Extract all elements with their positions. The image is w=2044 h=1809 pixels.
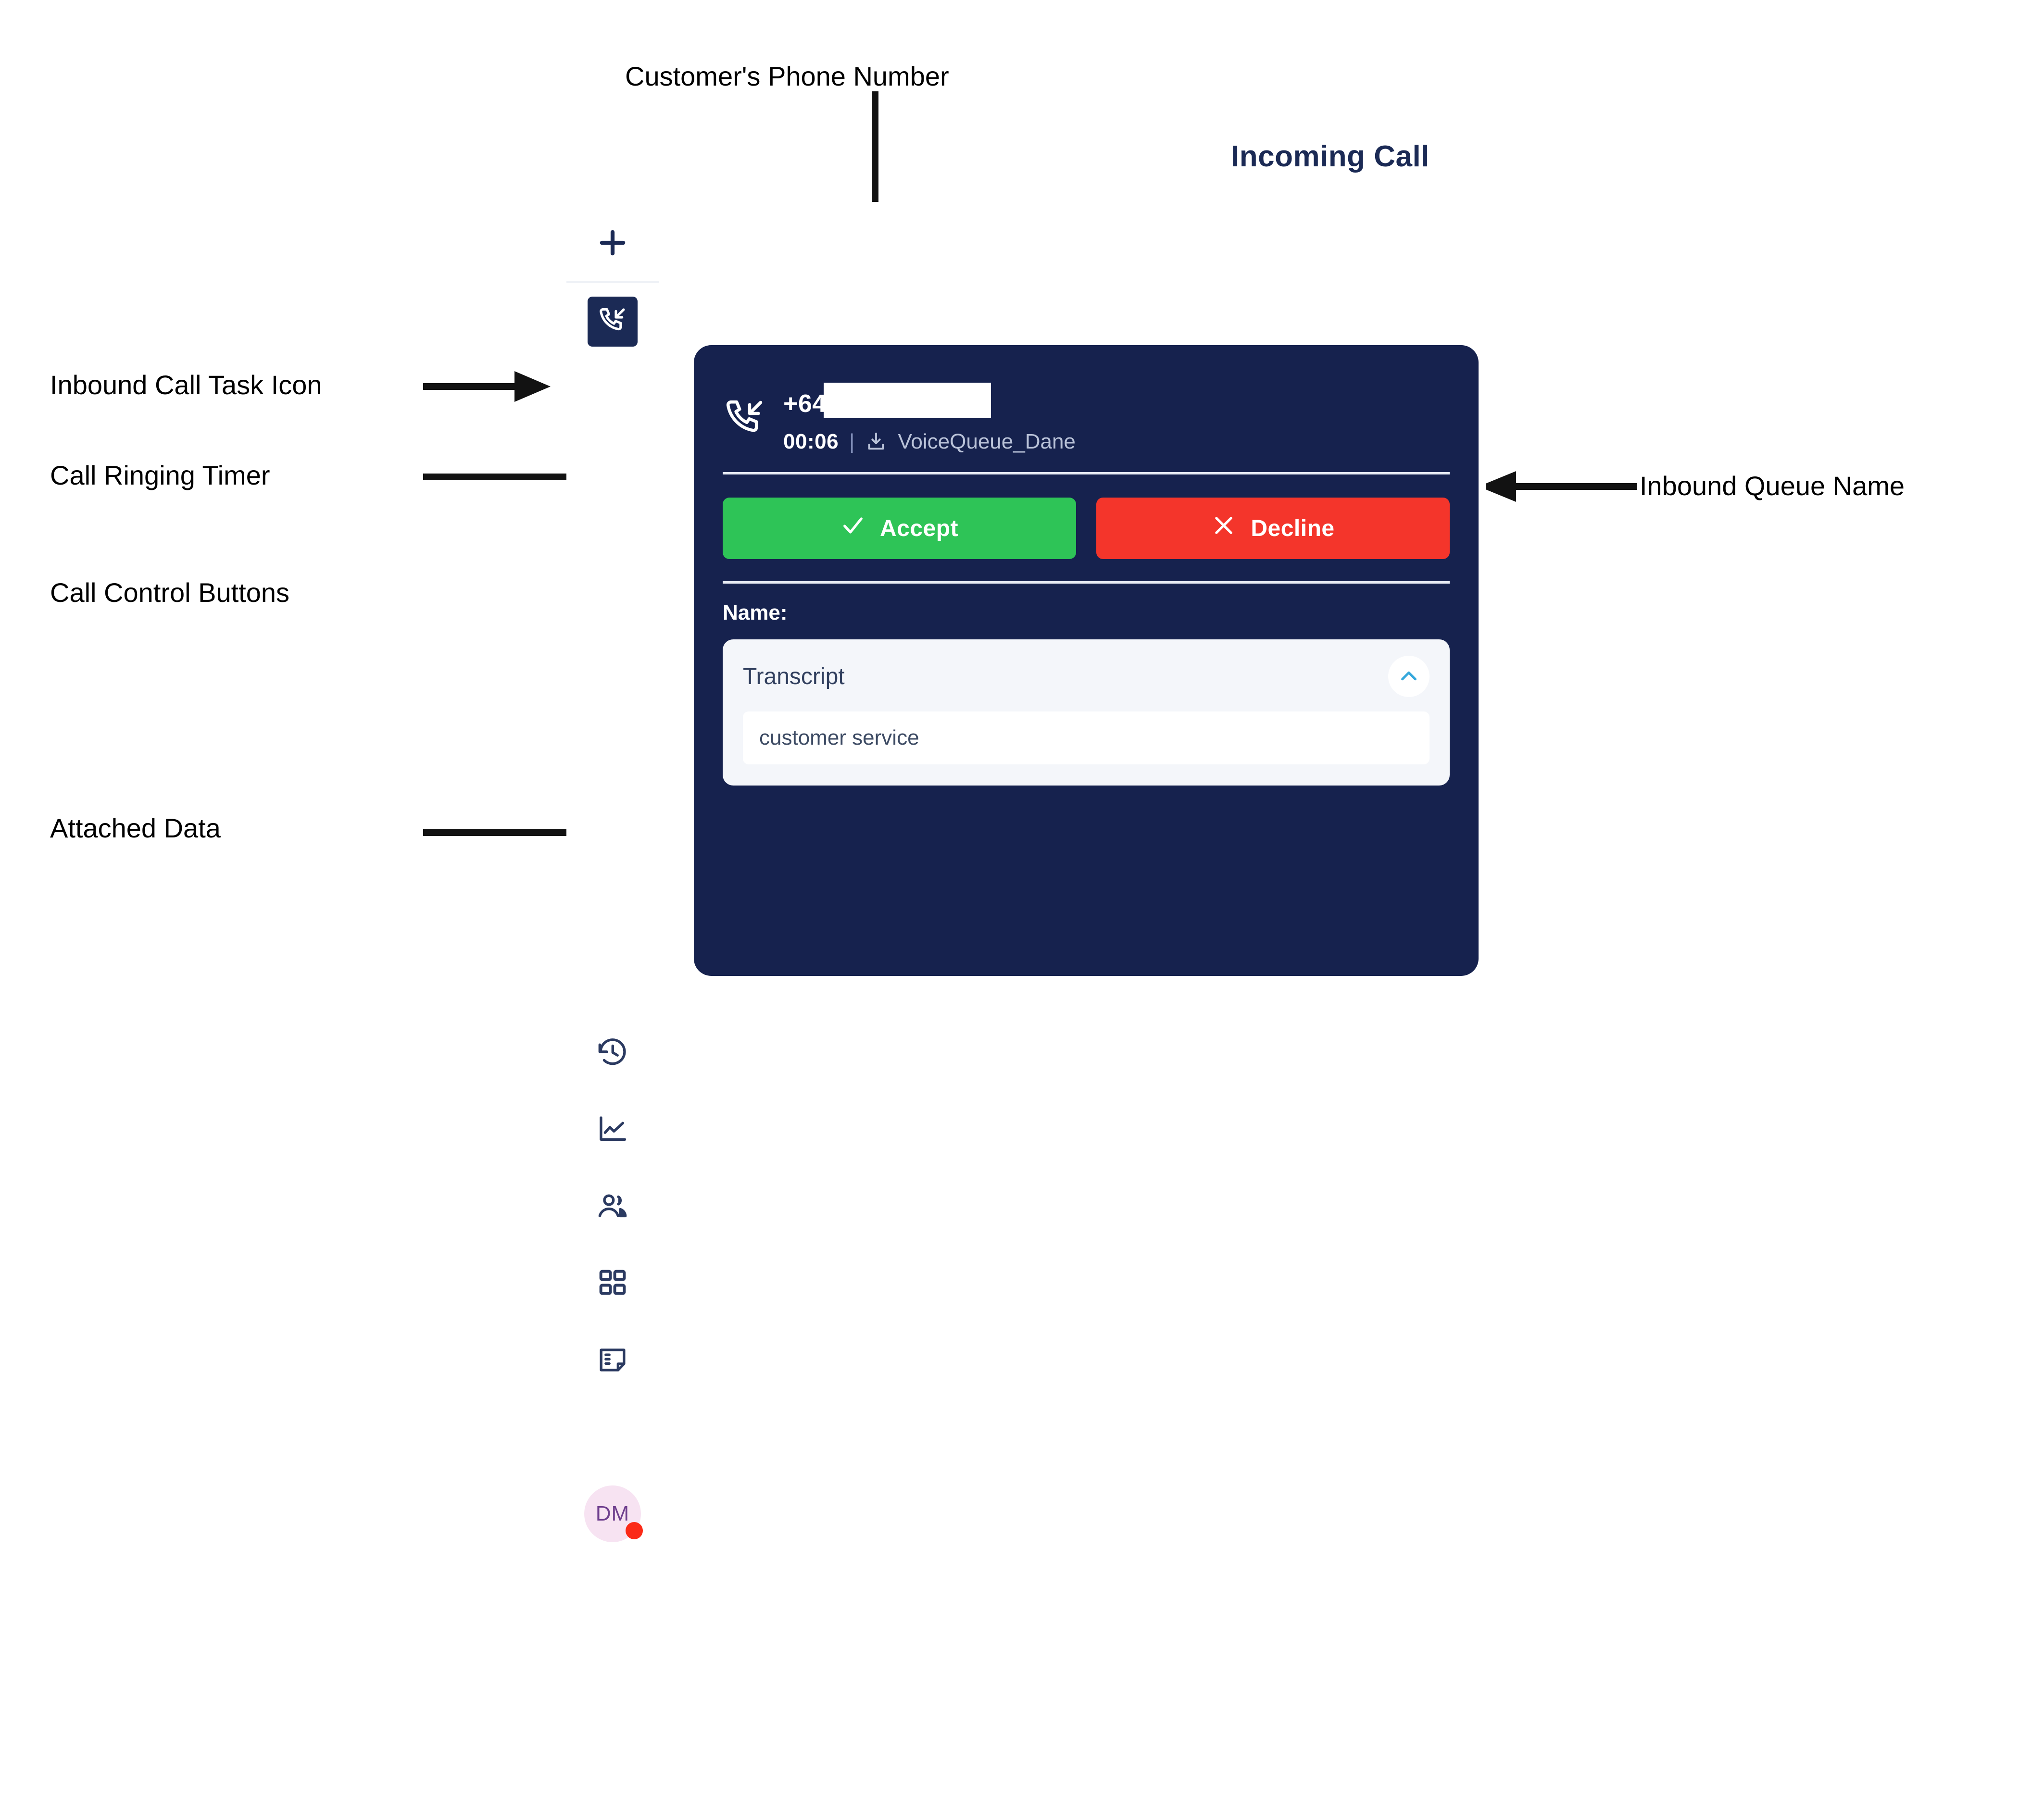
sidebar-item-apps[interactable]	[566, 1245, 659, 1322]
customer-phone-number: +64	[783, 383, 1076, 425]
call-card-divider-bottom	[723, 581, 1450, 584]
decline-call-button[interactable]: Decline	[1096, 498, 1450, 559]
annotation-arrow-right-1-icon	[423, 371, 553, 402]
phone-number-prefix: +64	[783, 390, 827, 418]
accept-call-button[interactable]: Accept	[723, 498, 1076, 559]
chevron-up-icon	[1398, 665, 1420, 688]
call-control-buttons: Accept Decline	[694, 474, 1479, 559]
grid-apps-icon	[596, 1267, 629, 1299]
annotation-call-control-buttons: Call Control Buttons	[50, 577, 290, 608]
sidebar-separator	[566, 281, 659, 283]
annotation-inbound-call-task-icon: Inbound Call Task Icon	[50, 370, 322, 400]
sidebar-item-history[interactable]	[566, 1014, 659, 1091]
annotation-attached-data: Attached Data	[50, 813, 221, 843]
annotation-call-ringing-timer: Call Ringing Timer	[50, 460, 270, 490]
transcript-panel: Transcript customer service	[723, 639, 1450, 786]
inbound-call-task-tile[interactable]	[588, 297, 638, 347]
annotation-inbound-queue-name: Inbound Queue Name	[1640, 471, 1905, 501]
call-card-header: +64 00:06 | VoiceQueue_Dane	[694, 345, 1479, 454]
annotation-customers-phone-number: Customer's Phone Number	[625, 61, 949, 91]
notes-icon	[596, 1344, 629, 1376]
history-icon	[596, 1036, 629, 1069]
phone-number-redaction	[823, 383, 991, 418]
sidebar-user-avatar-button[interactable]: DM	[566, 1475, 659, 1552]
line-chart-icon	[596, 1113, 629, 1146]
call-card-divider-top	[723, 472, 1450, 474]
sidebar-add-task-button[interactable]	[566, 204, 659, 281]
download-tray-icon	[865, 431, 887, 453]
inbound-call-icon	[597, 305, 628, 338]
x-icon	[1211, 513, 1236, 544]
avatar[interactable]: DM	[584, 1485, 643, 1542]
contacts-icon	[596, 1190, 629, 1223]
sidebar-item-analytics[interactable]	[566, 1091, 659, 1168]
transcript-collapse-button[interactable]	[1388, 656, 1430, 697]
transcript-value: customer service	[759, 726, 919, 749]
call-card-header-text: +64 00:06 | VoiceQueue_Dane	[783, 383, 1076, 454]
attached-data-label: Name:	[723, 601, 788, 624]
transcript-header[interactable]: Transcript	[743, 656, 1430, 697]
avatar-initials: DM	[584, 1485, 641, 1542]
sidebar-item-contacts[interactable]	[566, 1168, 659, 1245]
sidebar-item-notes[interactable]	[566, 1322, 659, 1398]
annotation-arrow-left-icon	[1479, 471, 1637, 502]
call-ringing-timer: 00:06	[783, 430, 839, 453]
meta-separator: |	[849, 430, 855, 453]
accept-label: Accept	[879, 515, 959, 541]
decline-label: Decline	[1251, 515, 1335, 541]
transcript-value-box: customer service	[743, 711, 1430, 764]
incoming-call-card: +64 00:06 | VoiceQueue_Dane	[694, 345, 1479, 976]
page-title: Incoming Call	[1231, 140, 1430, 173]
transcript-title: Transcript	[743, 663, 845, 689]
status-badge	[626, 1522, 643, 1539]
sidebar: DM	[566, 204, 659, 1750]
check-icon	[840, 513, 865, 544]
sidebar-item-inbound-call-task[interactable]	[566, 283, 659, 360]
inbound-queue-name: VoiceQueue_Dane	[898, 430, 1076, 453]
call-meta-row: 00:06 | VoiceQueue_Dane	[783, 430, 1076, 454]
plus-icon	[594, 225, 631, 261]
inbound-call-icon	[723, 396, 767, 440]
